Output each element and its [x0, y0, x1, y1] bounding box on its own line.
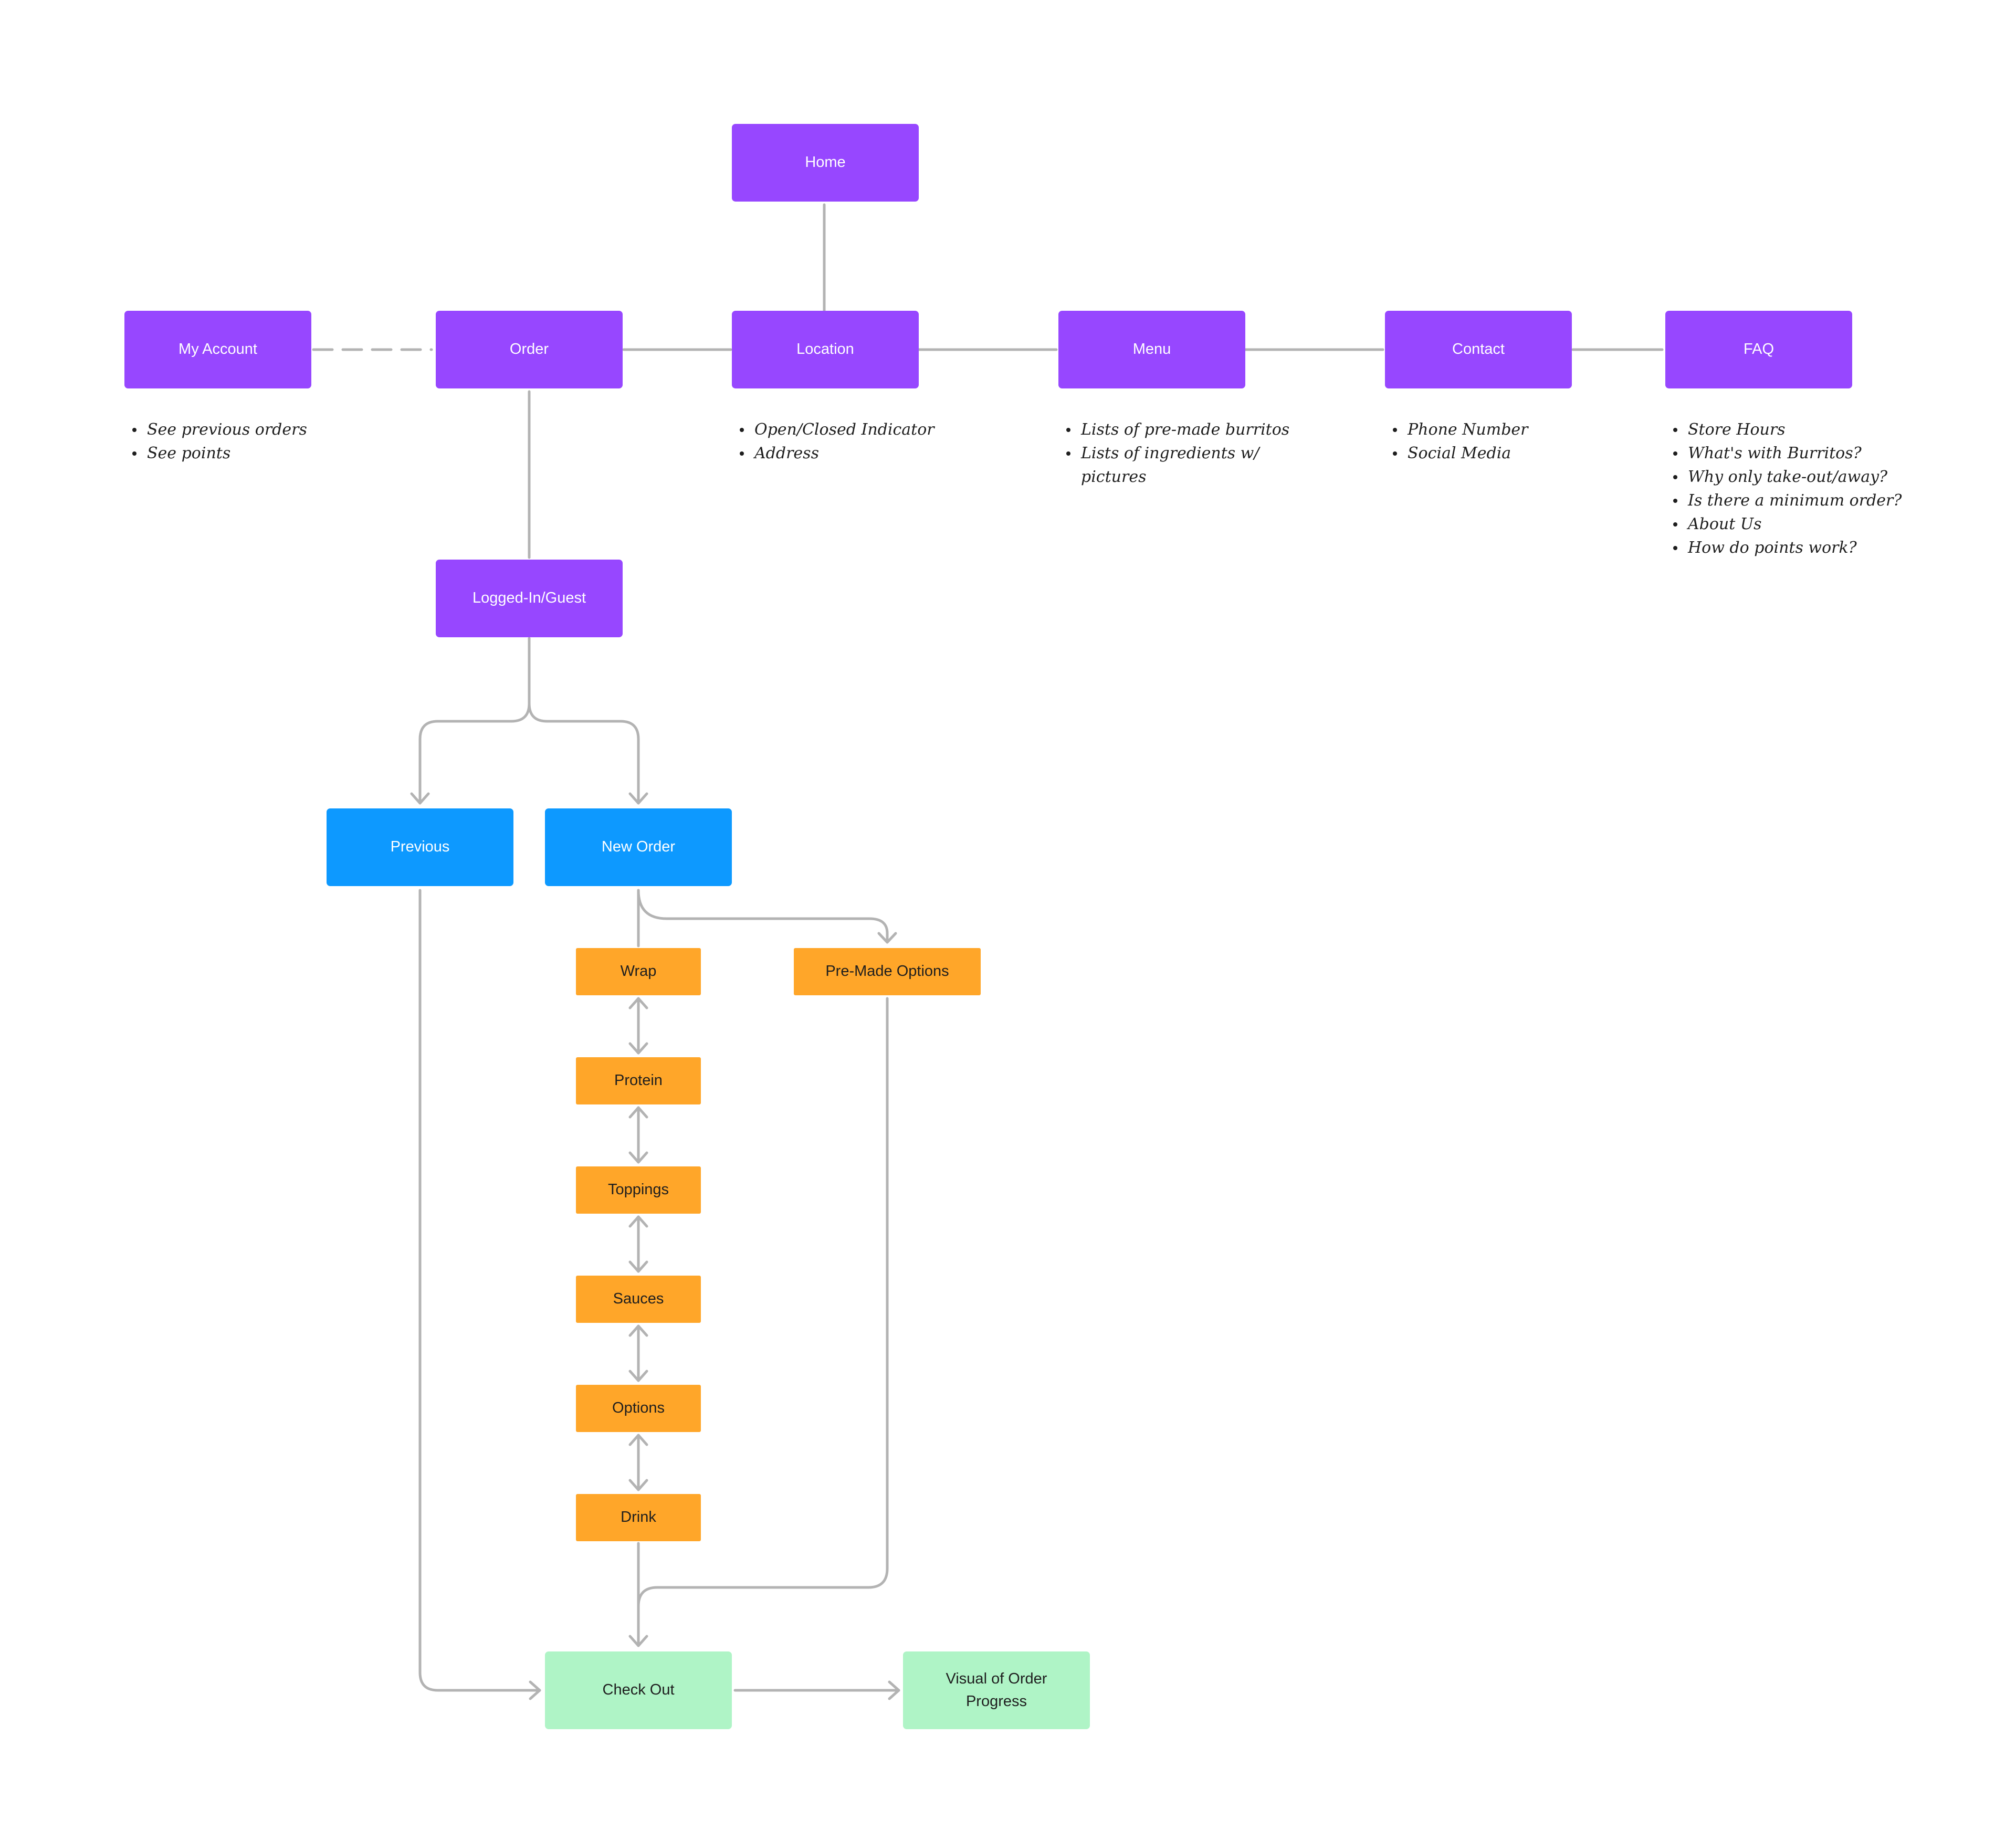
connector-logged-neworder — [528, 702, 640, 805]
connector-premade-checkout — [637, 997, 889, 1608]
note-item: Store Hours — [1672, 418, 1987, 441]
menu-node[interactable]: Menu — [1058, 311, 1245, 388]
note-item: What's with Burritos? — [1672, 441, 1987, 465]
check-out-node[interactable]: Check Out — [545, 1651, 732, 1729]
note-item: Lists of pre-made burritos — [1065, 418, 1328, 441]
connector-toppings-sauces — [628, 1215, 648, 1273]
note-item: Phone Number — [1392, 418, 1612, 441]
arrow-premade — [877, 932, 897, 944]
location-node[interactable]: Location — [732, 311, 919, 388]
contact-notes: Phone Number Social Media — [1392, 418, 1612, 465]
drink-node[interactable]: Drink — [576, 1494, 701, 1541]
note-item: Social Media — [1392, 441, 1612, 465]
connector-wrap-protein — [628, 997, 648, 1055]
connector-options-drink — [628, 1434, 648, 1491]
note-item: Why only take-out/away? — [1672, 465, 1987, 489]
pre-made-options-node[interactable]: Pre-Made Options — [794, 948, 981, 995]
menu-notes: Lists of pre-made burritos Lists of ingr… — [1065, 418, 1328, 489]
contact-node[interactable]: Contact — [1385, 311, 1572, 388]
protein-node[interactable]: Protein — [576, 1057, 701, 1104]
note-item: Lists of ingredients w/ pictures — [1065, 441, 1328, 489]
location-notes: Open/Closed Indicator Address — [739, 418, 1012, 465]
wrap-node[interactable]: Wrap — [576, 948, 701, 995]
arrow-previous — [410, 792, 430, 805]
my-account-notes: See previous orders See points — [131, 418, 352, 465]
arrow-checkout-left — [529, 1680, 541, 1700]
note-item: About Us — [1672, 512, 1987, 536]
my-account-node[interactable]: My Account — [124, 311, 311, 388]
note-item: Open/Closed Indicator — [739, 418, 1012, 441]
note-item: See points — [131, 441, 352, 465]
options-node[interactable]: Options — [576, 1385, 701, 1432]
connector-neworder-premade — [637, 889, 889, 944]
connector-protein-toppings — [628, 1106, 648, 1164]
logged-in-guest-node[interactable]: Logged-In/Guest — [436, 560, 623, 637]
new-order-node[interactable]: New Order — [545, 808, 732, 886]
arrow-checkout-top — [628, 1635, 648, 1647]
connector-previous-checkout — [418, 889, 541, 1692]
faq-node[interactable]: FAQ — [1665, 311, 1852, 388]
home-node[interactable]: Home — [732, 124, 919, 202]
visual-of-order-progress-node[interactable]: Visual of Order Progress — [903, 1651, 1090, 1729]
note-item: See previous orders — [131, 418, 352, 441]
faq-notes: Store Hours What's with Burritos? Why on… — [1672, 418, 1987, 560]
note-item: How do points work? — [1672, 536, 1987, 560]
order-node[interactable]: Order — [436, 311, 623, 388]
arrow-neworder — [628, 792, 648, 805]
sauces-node[interactable]: Sauces — [576, 1276, 701, 1323]
arrow-visual — [888, 1680, 900, 1700]
connector-logged-previous — [418, 637, 531, 805]
toppings-node[interactable]: Toppings — [576, 1166, 701, 1214]
note-item: Address — [739, 441, 1012, 465]
previous-node[interactable]: Previous — [327, 808, 513, 886]
connector-sauces-options — [628, 1324, 648, 1382]
note-item: Is there a minimum order? — [1672, 489, 1987, 512]
